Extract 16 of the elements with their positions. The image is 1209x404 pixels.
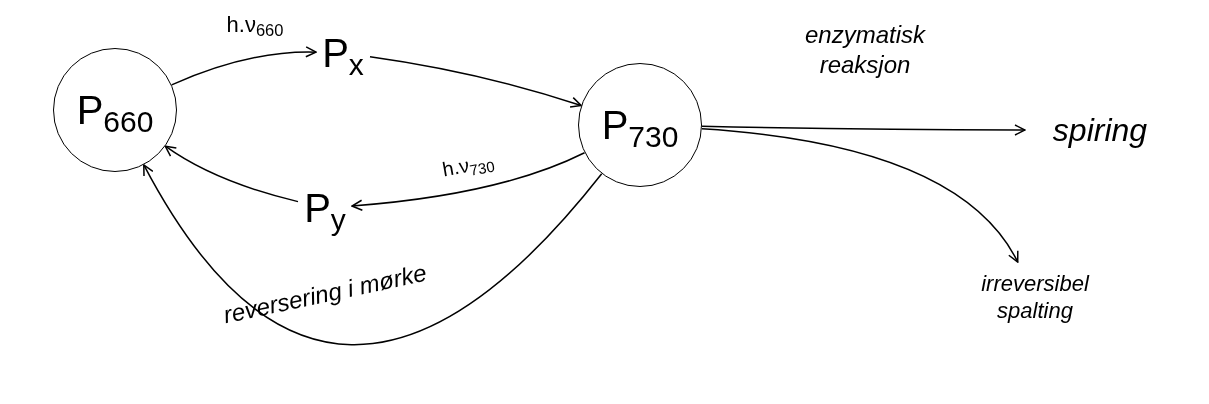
state-name: P$_{660}$ [76, 87, 154, 140]
arrow [164, 145, 299, 203]
state-label: P$_{y}$ [298, 180, 352, 236]
arrow [369, 56, 582, 108]
arrow [701, 124, 1026, 136]
state-label: irreversibel spalting [965, 262, 1105, 332]
state-label: spiring [1025, 105, 1175, 155]
state-label: P$_{x}$ [316, 28, 370, 78]
edge-label: reversering i mørke [220, 257, 430, 331]
arrow [701, 128, 1019, 263]
arrow [170, 46, 317, 86]
state-name: P$_{730}$ [601, 102, 679, 155]
arrow [351, 152, 586, 211]
edge-label: enzymatisk reaksjon [803, 20, 927, 80]
arrow [143, 164, 603, 346]
edge-label: h.ν$_{660}$ [225, 11, 285, 41]
